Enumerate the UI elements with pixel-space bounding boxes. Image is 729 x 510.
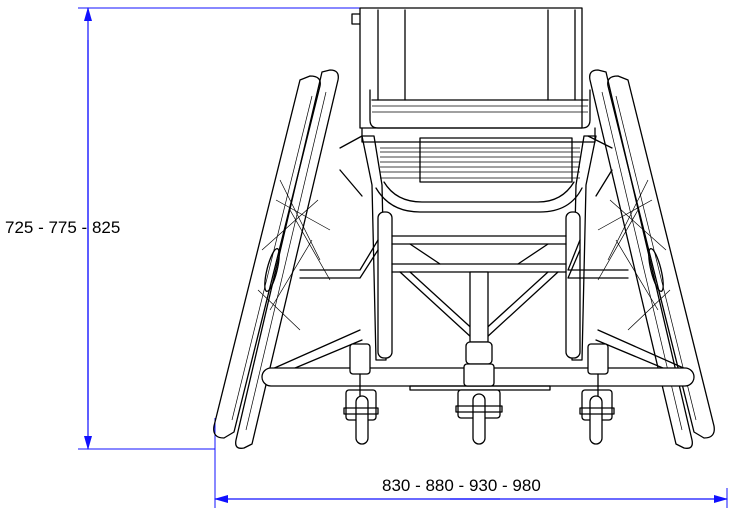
width-dimension: 830 - 880 - 930 - 980	[214, 418, 728, 508]
width-dimension-label: 830 - 880 - 930 - 980	[382, 476, 541, 495]
left-rear-wheel	[213, 69, 339, 449]
caster-center	[455, 363, 503, 445]
seat	[361, 127, 596, 183]
backrest	[351, 7, 591, 129]
caster-left	[343, 343, 379, 445]
height-dimension: 725 - 775 - 825	[5, 7, 377, 450]
height-dimension-label: 725 - 775 - 825	[5, 218, 120, 237]
wheelchair	[213, 7, 715, 449]
caster-right	[579, 343, 615, 445]
